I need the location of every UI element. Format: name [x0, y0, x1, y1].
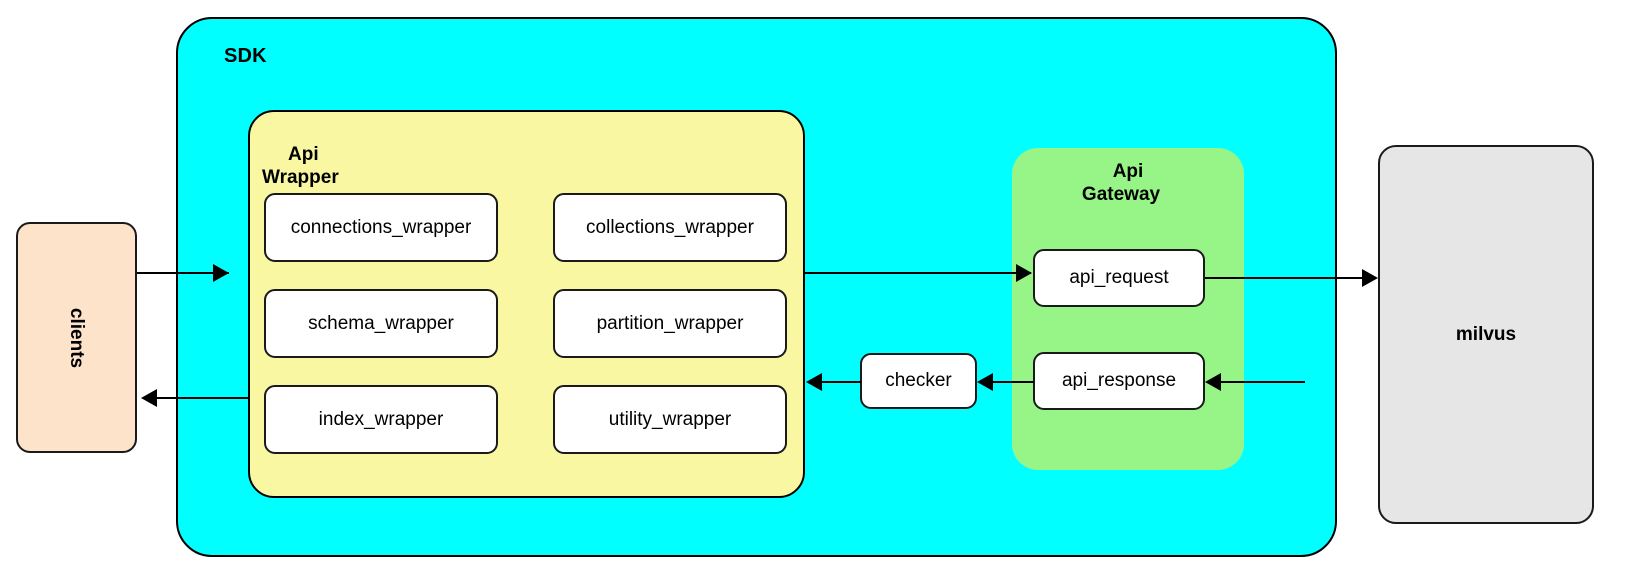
- arrowhead-milvus-to-api-response: [1205, 373, 1221, 391]
- api-wrapper-label: Api Wrapper: [262, 120, 339, 213]
- arrowhead-clients-to-sdk: [213, 264, 229, 282]
- node-api-request[interactable]: api_request: [1033, 249, 1205, 307]
- connector-checker-to-api-wrapper: [821, 381, 861, 383]
- node-collections-wrapper[interactable]: collections_wrapper: [553, 193, 787, 262]
- node-label: connections_wrapper: [290, 216, 472, 238]
- node-label: api_request: [1069, 267, 1169, 288]
- node-api-response[interactable]: api_response: [1033, 352, 1205, 410]
- connector-sdk-to-clients: [145, 397, 249, 399]
- node-partition-wrapper[interactable]: partition_wrapper: [553, 289, 787, 358]
- node-label: checker: [885, 370, 952, 391]
- node-label: schema_wrapper: [308, 312, 454, 334]
- arrowhead-api-wrapper-to-api-gateway: [1016, 264, 1032, 282]
- connector-milvus-to-api-response: [1220, 381, 1305, 383]
- connector-clients-to-sdk: [137, 272, 229, 274]
- clients-box[interactable]: clients: [16, 222, 137, 453]
- api-gateway-container: Api Gateway: [1012, 148, 1244, 470]
- node-label: partition_wrapper: [596, 312, 744, 334]
- node-label: api_response: [1061, 370, 1177, 391]
- arrowhead-api-response-to-checker: [977, 373, 993, 391]
- api-wrapper-label-line1: Api: [288, 144, 319, 166]
- milvus-label: milvus: [1455, 323, 1517, 345]
- connector-api-wrapper-to-api-gateway: [805, 272, 1031, 274]
- arrowhead-api-request-to-milvus: [1362, 269, 1378, 287]
- connector-api-response-to-checker: [992, 381, 1034, 383]
- node-schema-wrapper[interactable]: schema_wrapper: [264, 289, 498, 358]
- arrowhead-sdk-to-clients: [141, 389, 157, 407]
- node-connections-wrapper[interactable]: connections_wrapper: [264, 193, 498, 262]
- arrowhead-checker-to-api-wrapper: [806, 373, 822, 391]
- node-utility-wrapper[interactable]: utility_wrapper: [553, 385, 787, 454]
- clients-label: clients: [66, 307, 88, 368]
- api-wrapper-label-line2: Wrapper: [262, 167, 339, 189]
- node-label: index_wrapper: [318, 408, 444, 430]
- node-label: utility_wrapper: [608, 408, 732, 430]
- api-gateway-label: Api Gateway: [1012, 160, 1244, 206]
- api-gateway-label-line2: Gateway: [1081, 184, 1161, 206]
- connector-api-request-to-milvus: [1205, 277, 1365, 279]
- node-index-wrapper[interactable]: index_wrapper: [264, 385, 498, 454]
- milvus-box[interactable]: milvus: [1378, 145, 1594, 524]
- sdk-label: SDK: [224, 45, 267, 67]
- node-checker[interactable]: checker: [860, 353, 977, 409]
- node-label: collections_wrapper: [586, 216, 754, 238]
- api-gateway-label-line1: Api: [1112, 161, 1144, 182]
